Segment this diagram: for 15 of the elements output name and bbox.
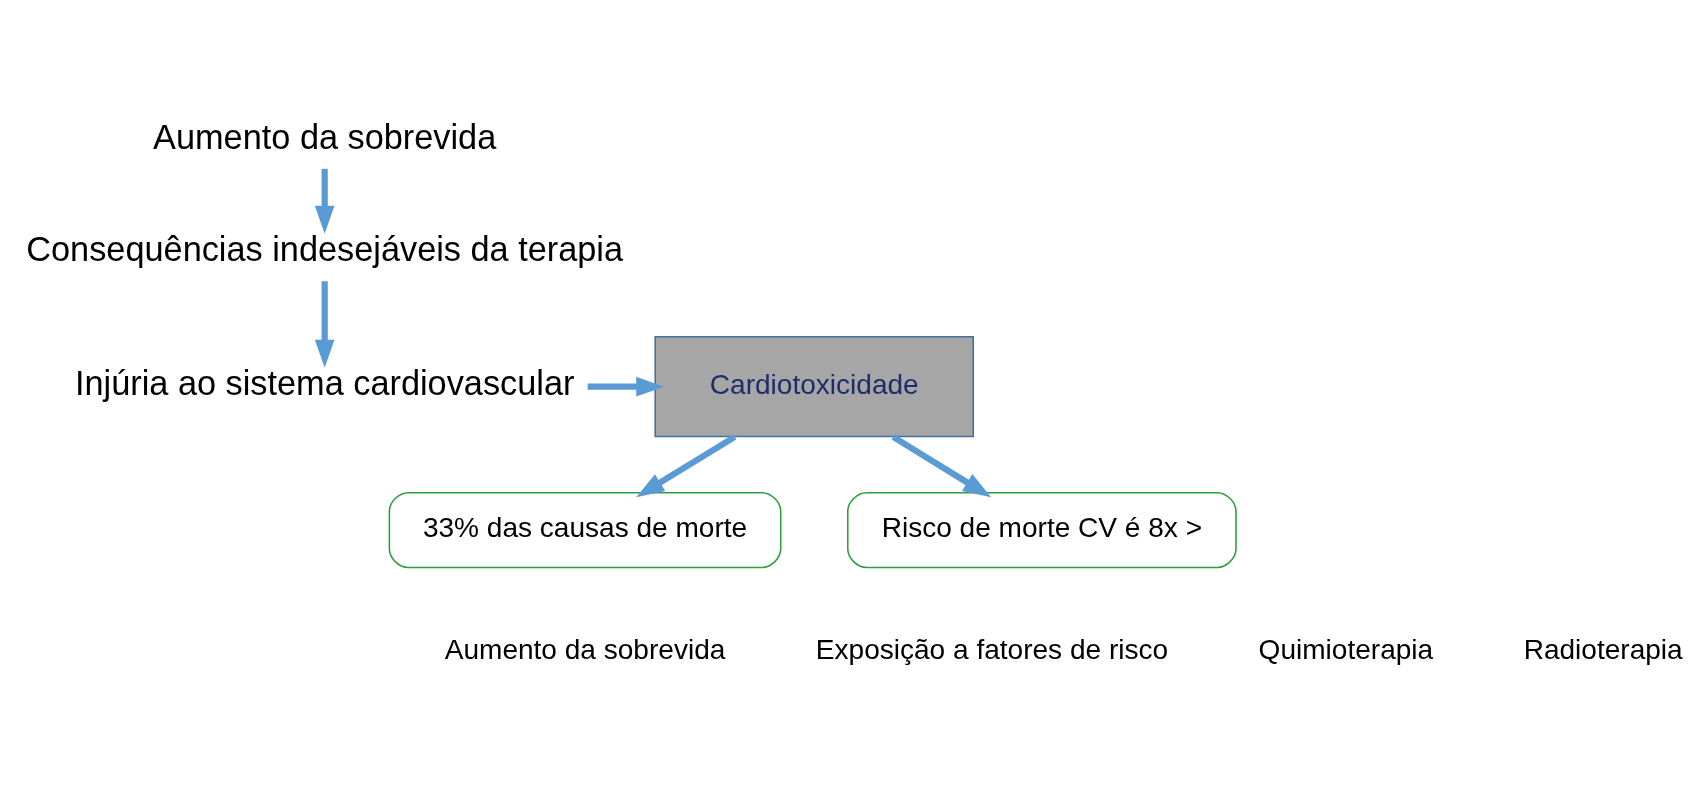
node-text: Aumento da sobrevida [153, 117, 497, 156]
arrow [314, 280, 335, 368]
arrow [314, 168, 335, 234]
node-box: 33% das causas de morte [388, 491, 782, 568]
label: Quimioterapia [1258, 633, 1434, 665]
arrow [891, 433, 992, 497]
node-text: Consequências indesejáveis da terapia [26, 229, 624, 268]
arrow [587, 376, 665, 396]
arrow [636, 433, 737, 497]
label: Radioterapia [1523, 633, 1683, 665]
node-box: Risco de morte CV é 8x > [847, 491, 1237, 568]
label: Exposição a fatores de risco [815, 633, 1169, 665]
label: Aumento da sobrevida [444, 633, 726, 665]
node-box: Cardiotoxicidade [654, 335, 975, 437]
node-text: Injúria ao sistema cardiovascular [74, 363, 575, 402]
